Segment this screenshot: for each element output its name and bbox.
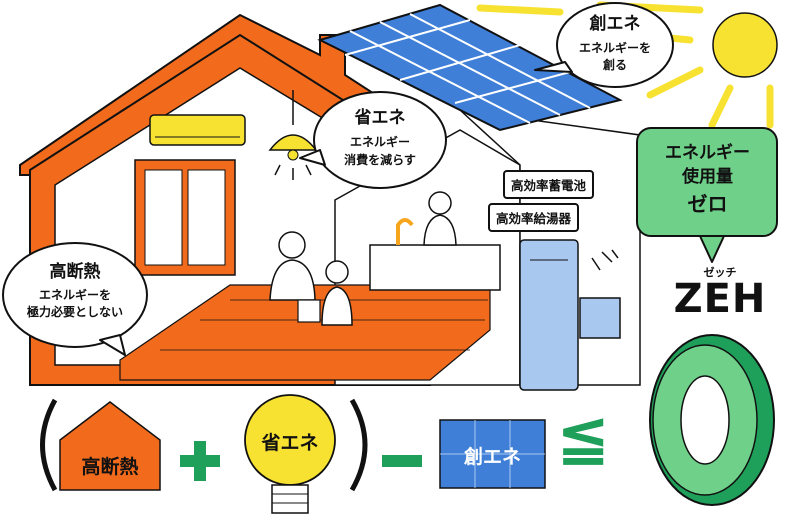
insulation-house-icon	[59, 401, 161, 491]
zeh-ruby: ゼッチ	[703, 266, 737, 279]
insulation-line2: 極力必要としない	[26, 305, 123, 319]
zero-ring-icon	[649, 334, 775, 506]
zeh-label: ZEH	[673, 276, 767, 322]
plus-icon	[180, 441, 220, 481]
battery-unit	[579, 249, 621, 339]
insulation-title: 高断熱	[49, 262, 101, 282]
sun-icon	[476, 1, 778, 129]
zero-energy-line3: ゼロ	[687, 192, 728, 216]
insulation-line1: エネルギーを	[38, 288, 111, 302]
save-energy-line2: 消費を減らす	[344, 153, 416, 167]
save-energy-line1: エネルギー	[349, 135, 410, 149]
solar-panel	[317, 3, 623, 132]
air-conditioner-icon	[149, 114, 246, 146]
family-illustration	[269, 191, 457, 326]
solar-panel-small-icon	[439, 419, 546, 489]
minus-icon	[382, 455, 422, 467]
zero-energy-callout	[636, 127, 778, 263]
formula-insulation-label: 高断熱	[81, 456, 139, 478]
water-heater-unit	[519, 239, 579, 391]
create-energy-line2: 創る	[602, 58, 627, 72]
formula-save-label: 省エネ	[261, 432, 319, 454]
lamp-icon	[268, 90, 318, 180]
battery-tag: 高効率蓄電池	[503, 170, 595, 199]
light-bulb-icon	[244, 394, 336, 514]
formula-leq: ≦	[556, 400, 610, 474]
save-energy-bubble	[299, 91, 447, 189]
insulation-bubble	[2, 242, 148, 356]
zero-energy-line1: エネルギー	[665, 143, 750, 163]
water-heater-tag: 高効率給湯器	[488, 203, 580, 232]
create-energy-bubble	[534, 2, 674, 88]
formula-create-label: 創エネ	[463, 446, 521, 468]
create-energy-line1: エネルギーを	[578, 41, 651, 55]
zero-energy-line2: 使用量	[682, 167, 733, 187]
kitchen-counter	[369, 218, 501, 291]
formula-row	[40, 334, 775, 514]
create-energy-title: 創エネ	[589, 14, 641, 34]
save-energy-title: 省エネ	[354, 108, 406, 128]
window-icon	[134, 159, 236, 276]
